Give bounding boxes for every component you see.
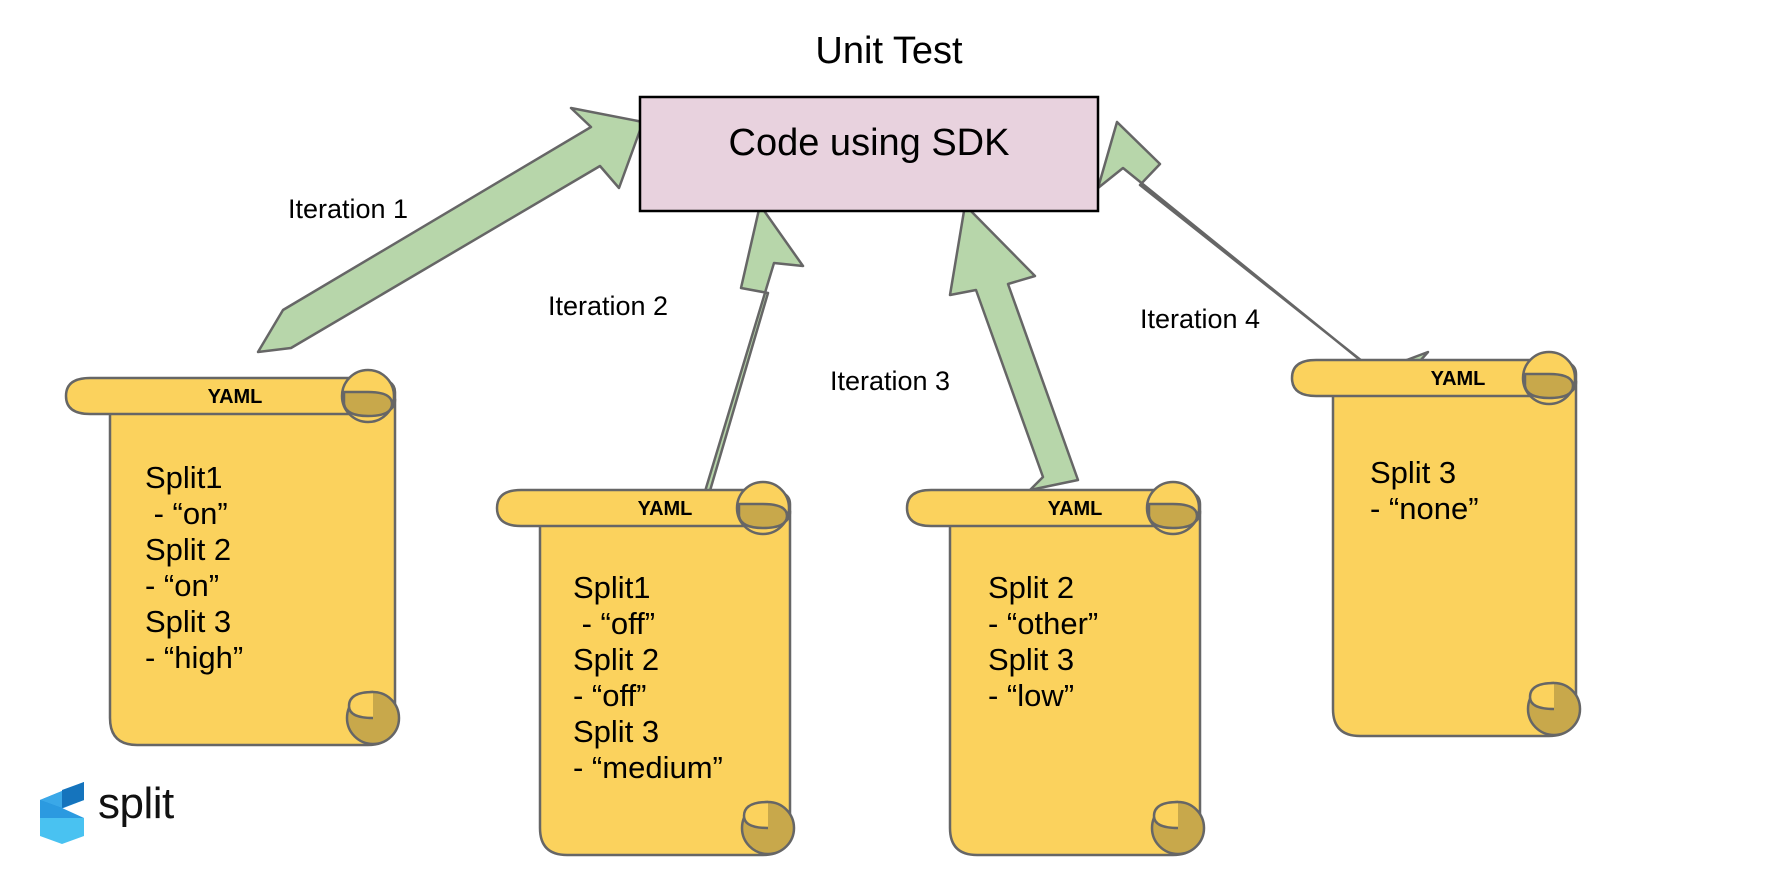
arrow-label-iteration-4: Iteration 4	[1140, 304, 1261, 334]
yaml-body-2: Split1 - “off” Split 2 - “off” Split 3 -…	[573, 570, 723, 785]
yaml-header-4: YAML	[1430, 368, 1486, 390]
sdk-box	[638, 95, 1100, 213]
yaml-scroll-4	[1290, 350, 1582, 738]
page-title: Unit Test	[815, 30, 963, 72]
yaml-body-4: Split 3 - “none”	[1370, 455, 1479, 526]
arrow-iteration-3	[948, 203, 1080, 492]
yaml-header-2: YAML	[637, 498, 693, 520]
arrow-label-iteration-3: Iteration 3	[830, 366, 951, 396]
yaml-scroll-1	[64, 368, 401, 747]
yaml-body-1: Split1 - “on” Split 2 - “on” Split 3 - “…	[145, 460, 244, 675]
arrow-iteration-2	[648, 203, 805, 537]
arrow-label-iteration-1: Iteration 1	[288, 194, 409, 224]
yaml-header-3: YAML	[1047, 498, 1103, 520]
split-logo: split	[36, 778, 196, 834]
yaml-scroll-3	[905, 480, 1206, 857]
yaml-body-3: Split 2 - “other” Split 3 - “low”	[988, 570, 1099, 713]
arrow-iteration-4	[1096, 120, 1430, 390]
arrow-label-iteration-2: Iteration 2	[548, 291, 669, 321]
yaml-header-1: YAML	[207, 386, 263, 408]
split-logo-mark	[40, 782, 84, 844]
sdk-box-label: Code using SDK	[728, 122, 1010, 164]
split-logo-wordmark: split	[98, 779, 174, 828]
yaml-scroll-2	[495, 480, 796, 857]
